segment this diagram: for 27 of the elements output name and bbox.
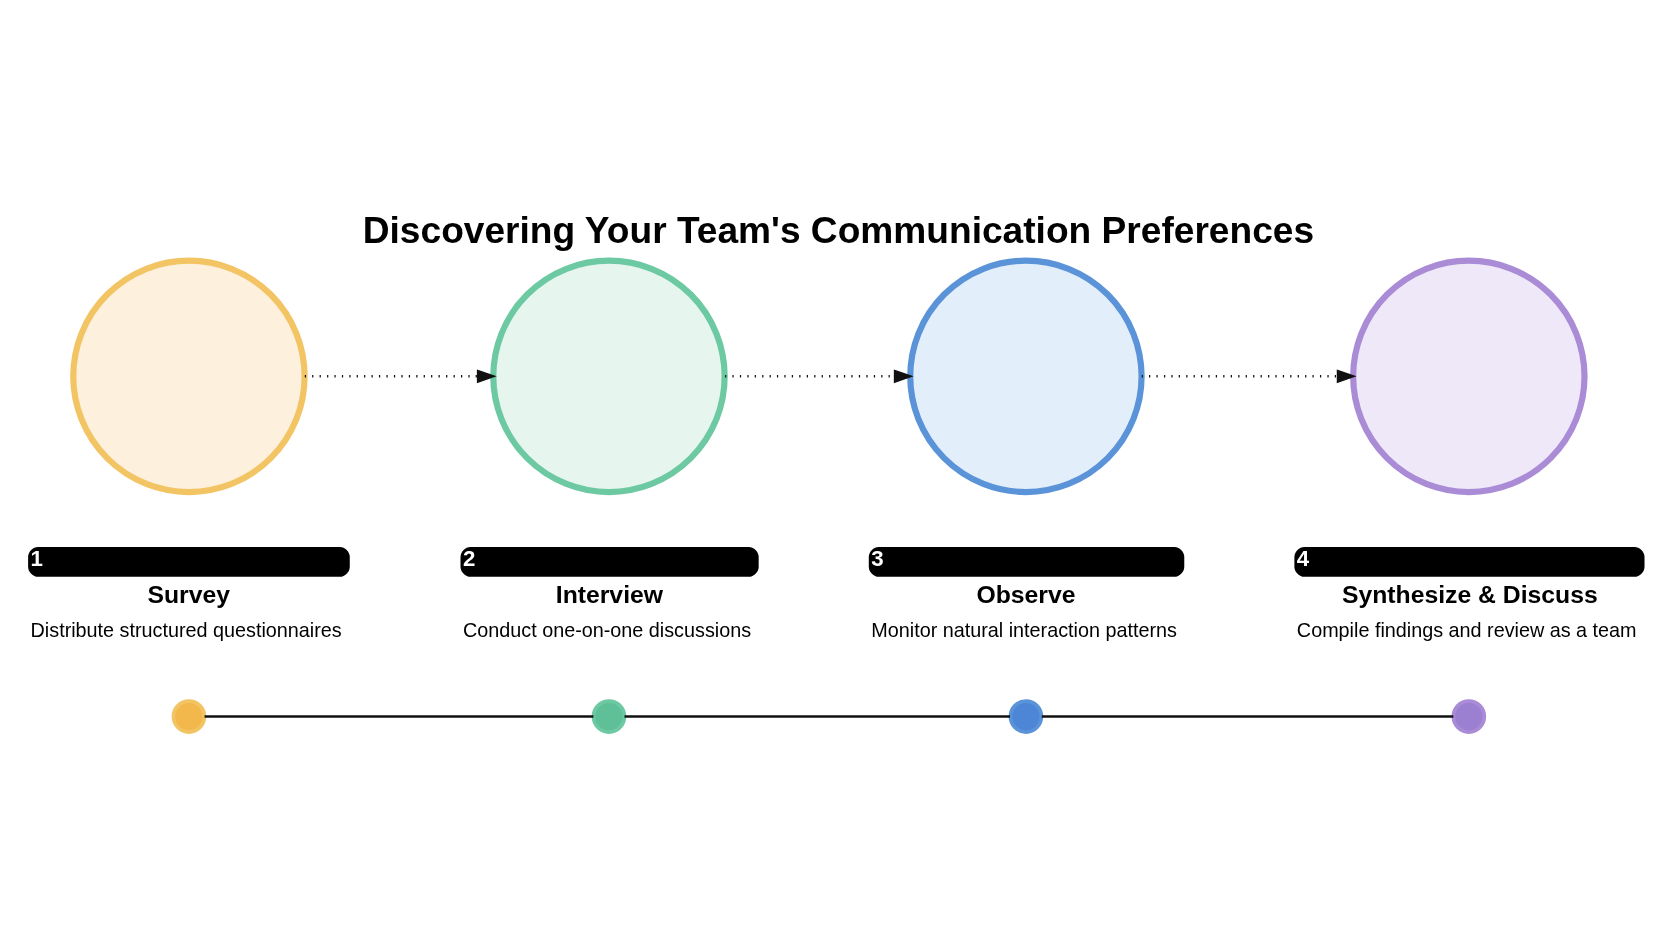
arrow (1141, 368, 1357, 383)
node-label: Conduct one-on-one discussions (462, 618, 752, 641)
node-circle (70, 257, 308, 495)
node-circle (490, 257, 728, 495)
node-circle (1350, 257, 1588, 495)
node-label: 1 (30, 545, 43, 571)
node-label: Interview (555, 580, 664, 608)
arrow (725, 368, 914, 383)
node-circle (1451, 698, 1487, 734)
node-label: Distribute structured questionnaires (30, 618, 342, 641)
node-circle (907, 257, 1145, 495)
node-label: Survey (147, 580, 231, 608)
node-label: Monitor natural interaction patterns (871, 618, 1177, 641)
node-label: 3 (871, 545, 884, 571)
node-label: Observe (976, 580, 1076, 608)
diagram-title: Discovering Your Team's Communication Preferences (362, 208, 1315, 251)
node-circle (1008, 698, 1044, 734)
arrow (304, 368, 497, 383)
node-label: 4 (1296, 545, 1310, 571)
connector (1041, 714, 1454, 718)
node-circle (591, 698, 627, 734)
node-label: 2 (462, 545, 476, 571)
node-label: Synthesize & Discuss (1342, 580, 1598, 608)
node-circle (171, 698, 207, 734)
node-label: Compile findings and review as a team (1296, 618, 1637, 641)
connector (624, 714, 1011, 718)
connector (204, 714, 594, 718)
